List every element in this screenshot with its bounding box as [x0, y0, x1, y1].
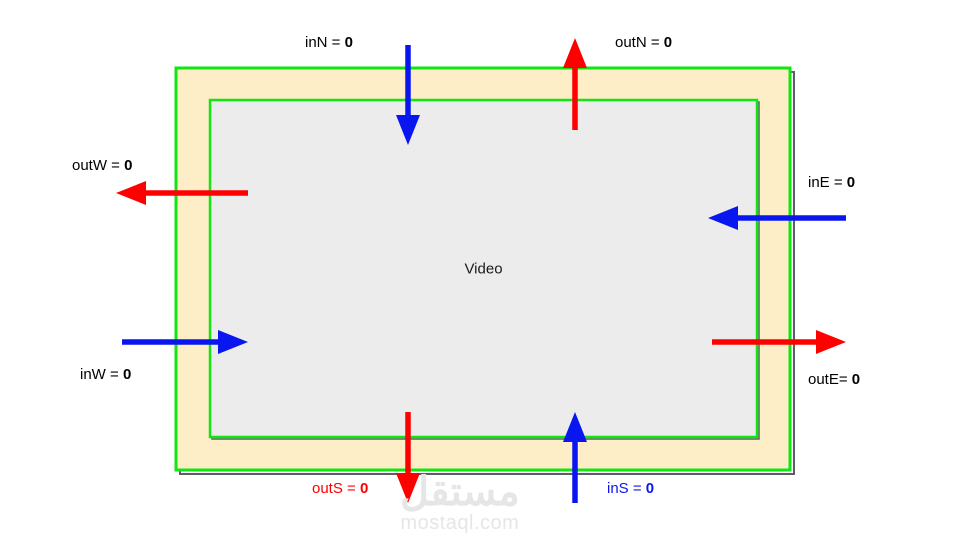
label-in-north-value: 0	[344, 34, 353, 51]
label-out-south-text: outS =	[312, 480, 360, 497]
arrow-out-west	[116, 181, 248, 205]
arrow-out-east	[712, 330, 846, 354]
label-out-north: outN = 0	[615, 35, 672, 50]
arrow-out-east-head	[816, 330, 846, 354]
arrow-layer	[116, 38, 846, 503]
arrow-out-north	[563, 38, 587, 130]
label-in-north-text: inN =	[305, 34, 345, 51]
label-out-east-value: 0	[851, 371, 861, 388]
label-in-west: inW = 0	[80, 367, 131, 382]
arrow-out-north-head	[563, 38, 587, 68]
arrow-in-north-head	[396, 115, 420, 145]
arrow-in-south	[563, 412, 587, 503]
arrow-in-east-head	[708, 206, 738, 230]
label-out-north-value: 0	[663, 34, 673, 51]
label-in-west-text: inW =	[80, 366, 123, 383]
label-out-east: outE= 0	[808, 372, 860, 387]
label-in-east-value: 0	[846, 174, 856, 191]
arrow-in-north	[396, 45, 420, 145]
label-out-north-text: outN =	[615, 34, 664, 51]
label-out-south-value: 0	[359, 480, 369, 497]
arrow-in-east	[708, 206, 846, 230]
label-in-west-value: 0	[122, 366, 132, 383]
video-region-label: Video	[464, 260, 503, 277]
arrow-out-south-head	[396, 473, 420, 503]
label-in-east: inE = 0	[808, 175, 855, 190]
label-out-west-value: 0	[124, 157, 133, 174]
arrow-out-west-head	[116, 181, 146, 205]
label-out-west-text: outW =	[72, 157, 125, 174]
label-out-west: outW = 0	[72, 158, 132, 173]
label-out-east-text: outE=	[808, 371, 852, 388]
label-in-east-text: inE =	[808, 174, 847, 191]
label-out-south: outS = 0	[312, 481, 368, 496]
label-in-south-value: 0	[645, 480, 655, 497]
arrow-in-west-head	[218, 330, 248, 354]
arrow-in-south-head	[563, 412, 587, 442]
arrow-out-south	[396, 412, 420, 503]
video-region-rect	[208, 98, 759, 439]
label-in-south: inS = 0	[607, 481, 654, 496]
label-in-north: inN = 0	[305, 35, 353, 50]
arrow-in-west	[122, 330, 248, 354]
label-in-south-text: inS =	[607, 480, 646, 497]
